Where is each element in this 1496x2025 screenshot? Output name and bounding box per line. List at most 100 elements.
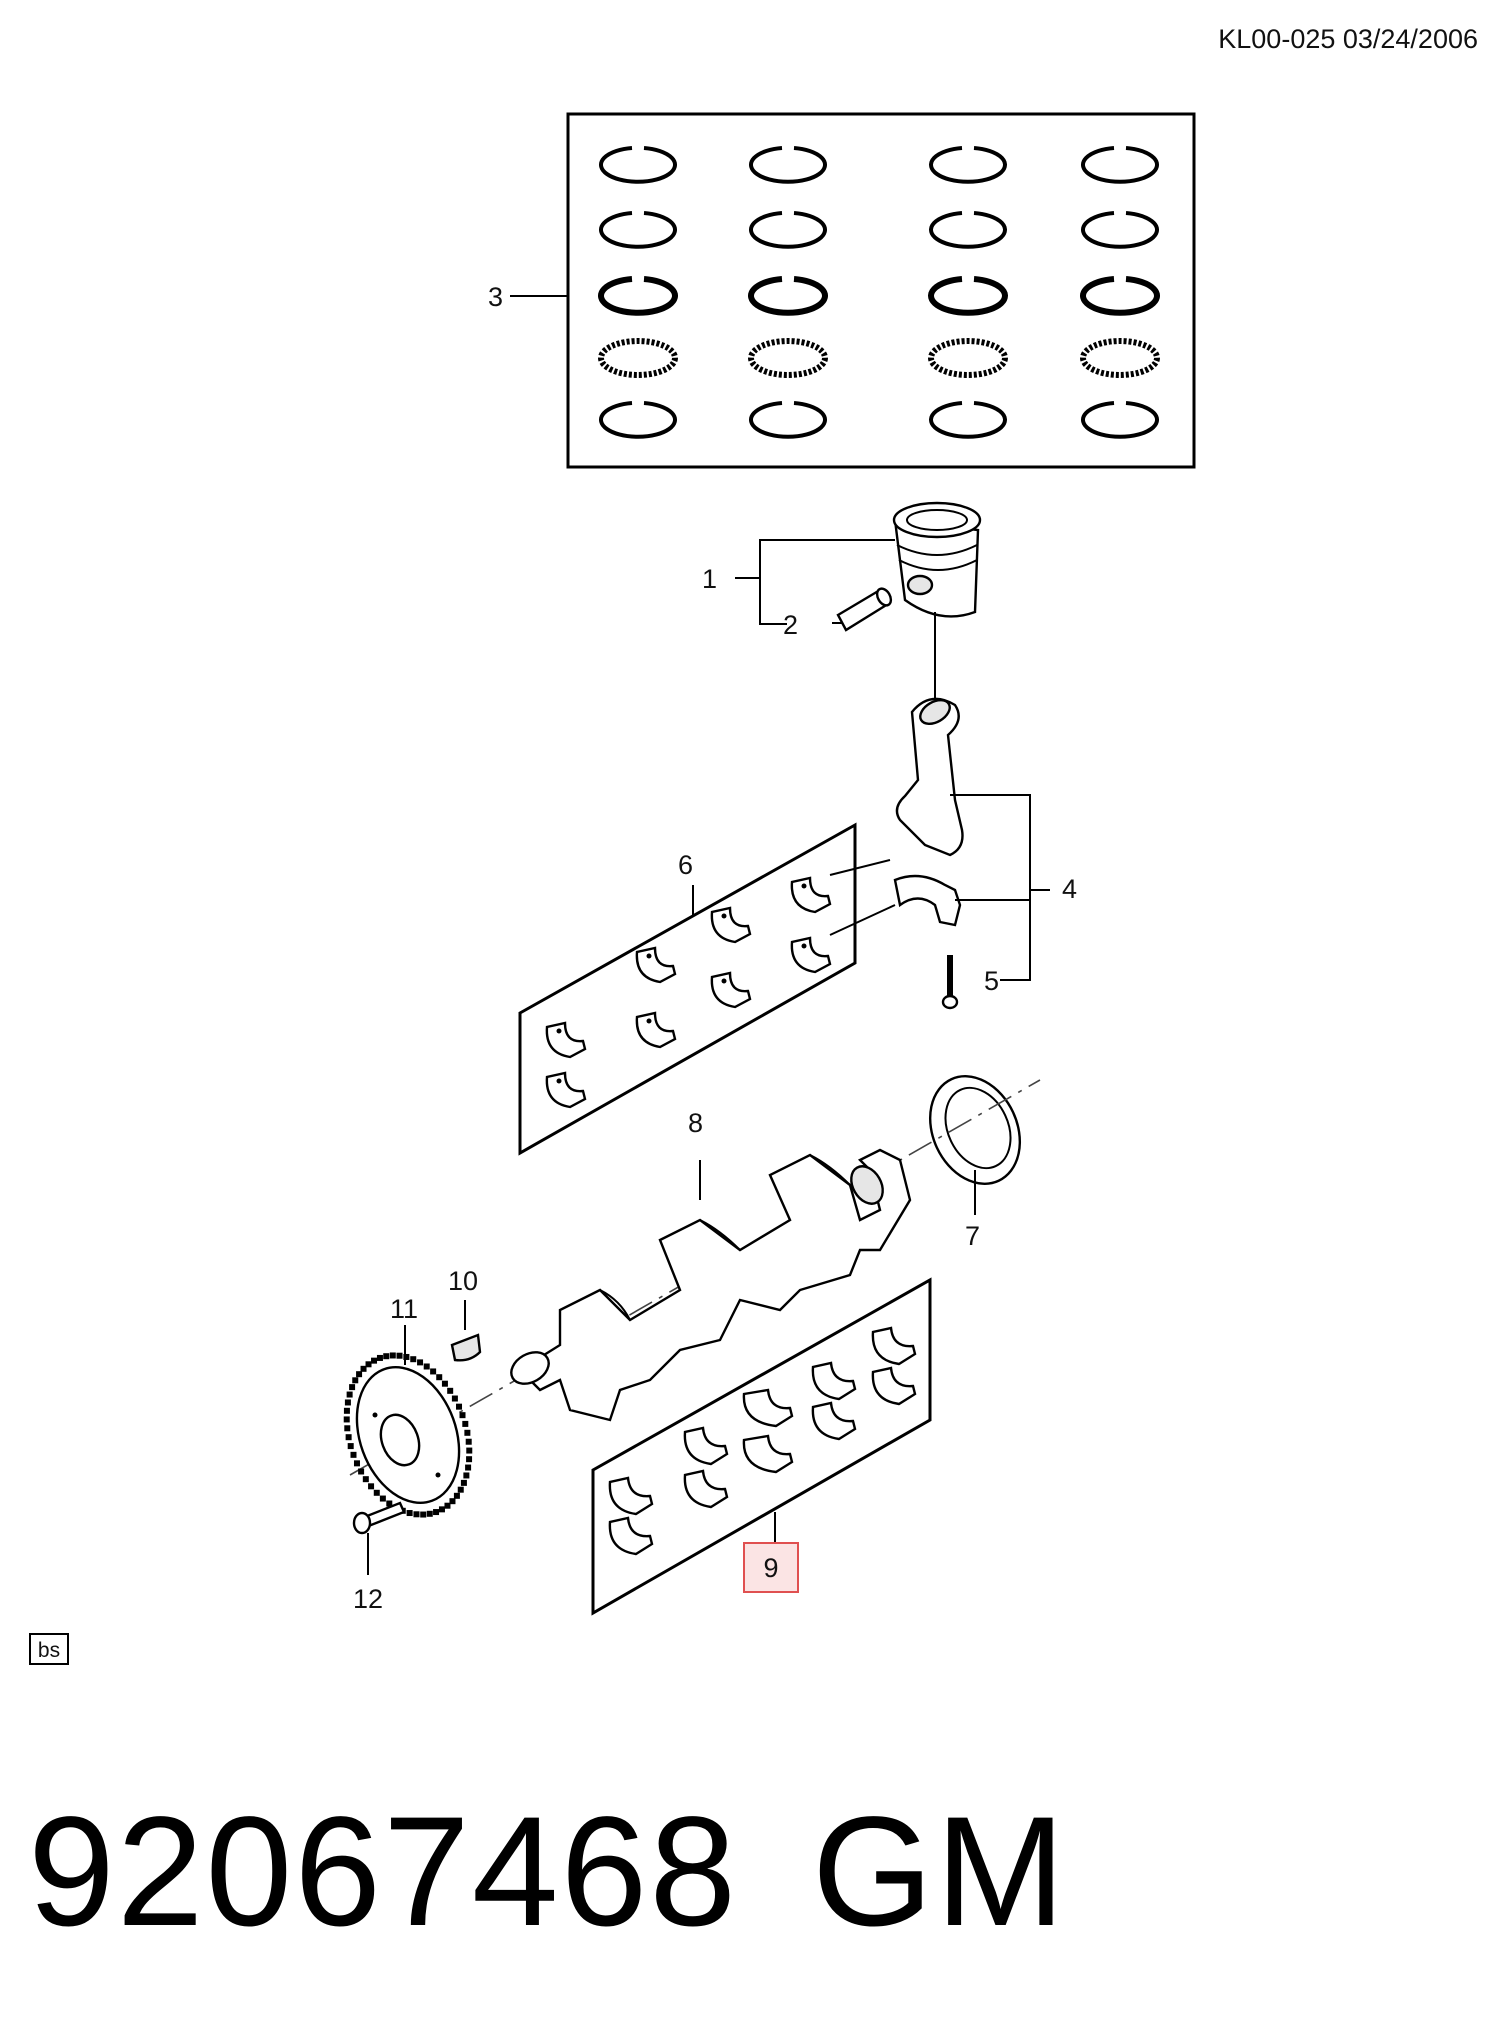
gear-tooth <box>365 1361 372 1368</box>
gear-tooth <box>453 1492 460 1499</box>
callout-11[interactable]: 11 <box>390 1294 418 1324</box>
gear-tooth <box>373 1489 380 1496</box>
gear-tooth <box>430 1368 437 1375</box>
gear-tooth <box>413 1511 420 1518</box>
piston-ring <box>748 338 828 378</box>
piston-ring <box>599 146 677 184</box>
gear-tooth <box>420 1511 427 1518</box>
connecting-rod: 4 5 <box>893 697 1077 1010</box>
callout-6[interactable]: 6 <box>678 850 693 880</box>
piston-ring <box>928 338 1008 378</box>
gear-tooth <box>438 1506 445 1513</box>
callout-1[interactable]: 1 <box>702 564 717 594</box>
main-bearing-shell <box>608 1476 654 1516</box>
main-bearing-set: 9 <box>591 1277 932 1616</box>
callout-10[interactable]: 10 <box>448 1266 478 1296</box>
gear-tooth <box>436 1374 443 1381</box>
main-bearing-shell <box>742 1388 794 1428</box>
gear-bolt: 12 <box>352 1501 406 1614</box>
gear-tooth <box>464 1429 471 1436</box>
piston-ring <box>1080 338 1160 378</box>
gear-tooth <box>379 1495 386 1502</box>
brand-name: GM <box>812 1785 1067 1959</box>
callout-3[interactable]: 3 <box>488 282 503 312</box>
gear-tooth <box>343 1416 350 1423</box>
piston-ring <box>1081 211 1159 249</box>
piston-ring <box>749 401 827 439</box>
rod-bearing-shell <box>545 1021 587 1059</box>
gear-tooth <box>459 1412 466 1419</box>
piston-ring <box>749 211 827 249</box>
gear-tooth <box>426 1510 433 1517</box>
main-bearing-shell <box>608 1516 654 1556</box>
gear-tooth <box>358 1468 365 1475</box>
main-bearing-shell <box>683 1469 729 1509</box>
gear-tooth <box>456 1403 463 1410</box>
piston-ring <box>1081 146 1159 184</box>
gear-tooth <box>433 1509 440 1516</box>
callout-12[interactable]: 12 <box>353 1584 383 1614</box>
piston-ring <box>928 276 1008 316</box>
rod-bearing-shell <box>635 946 677 984</box>
gear-tooth <box>356 1371 363 1378</box>
gear-tooth <box>353 1460 360 1467</box>
main-bearing-shell <box>742 1434 794 1474</box>
gear-tooth <box>389 1352 396 1359</box>
crank-axis-line <box>349 1079 1041 1476</box>
callout-2[interactable]: 2 <box>783 610 798 640</box>
part-number: 92067468 <box>28 1785 738 1959</box>
gear-tooth <box>345 1434 352 1441</box>
gear-tooth <box>386 1500 393 1507</box>
gear-tooth <box>368 1483 375 1490</box>
gear-tooth <box>463 1472 470 1479</box>
gear-tooth <box>403 1353 410 1360</box>
gear-tooth <box>376 1354 383 1361</box>
gear-tooth <box>383 1353 390 1360</box>
gear-tooth <box>451 1395 458 1402</box>
rod-bearing-shell <box>710 906 752 944</box>
callout-8[interactable]: 8 <box>688 1108 703 1138</box>
gear-tooth <box>460 1479 467 1486</box>
bs-badge: bs <box>38 1639 60 1662</box>
piston-ring <box>599 211 677 249</box>
piston-ring <box>748 276 828 316</box>
piston-ring <box>929 401 1007 439</box>
gear-tooth <box>371 1357 378 1364</box>
gear-tooth <box>466 1447 473 1454</box>
crankshaft: 8 <box>510 1108 912 1422</box>
gear-tooth <box>441 1380 448 1387</box>
gear-tooth <box>396 1352 403 1359</box>
piston-ring <box>1080 276 1160 316</box>
gear-tooth <box>346 1391 353 1398</box>
gear-tooth <box>344 1425 351 1432</box>
piston-ring <box>929 211 1007 249</box>
gear-tooth <box>466 1456 473 1463</box>
callout-5[interactable]: 5 <box>984 966 999 996</box>
rod-bearing-set: 6 <box>518 822 896 1156</box>
gear-tooth <box>350 1451 357 1458</box>
gear-tooth <box>423 1363 430 1370</box>
piston-ring <box>599 401 677 439</box>
gear-tooth <box>406 1510 413 1517</box>
woodruff-key: 10 <box>448 1266 482 1362</box>
piston-ring <box>929 146 1007 184</box>
piston-ring <box>749 146 827 184</box>
main-bearing-shell <box>683 1426 729 1466</box>
gear-tooth <box>344 1399 351 1406</box>
main-bearing-shell <box>811 1361 857 1401</box>
diagram-code: KL00-025 03/24/2006 <box>1218 24 1478 54</box>
callout-9[interactable]: 9 <box>763 1553 778 1583</box>
gear-tooth <box>343 1407 350 1414</box>
crankshaft-gear: 11 <box>343 1294 473 1518</box>
rod-bearing-shell <box>545 1071 587 1109</box>
callout-7[interactable]: 7 <box>965 1221 980 1251</box>
gear-tooth <box>444 1502 451 1509</box>
gear-tooth <box>465 1438 472 1445</box>
main-bearing-shell <box>871 1326 917 1366</box>
piston-ring <box>1081 401 1159 439</box>
gear-tooth <box>347 1443 354 1450</box>
callout-4[interactable]: 4 <box>1062 874 1077 904</box>
gear-tooth <box>410 1356 417 1363</box>
